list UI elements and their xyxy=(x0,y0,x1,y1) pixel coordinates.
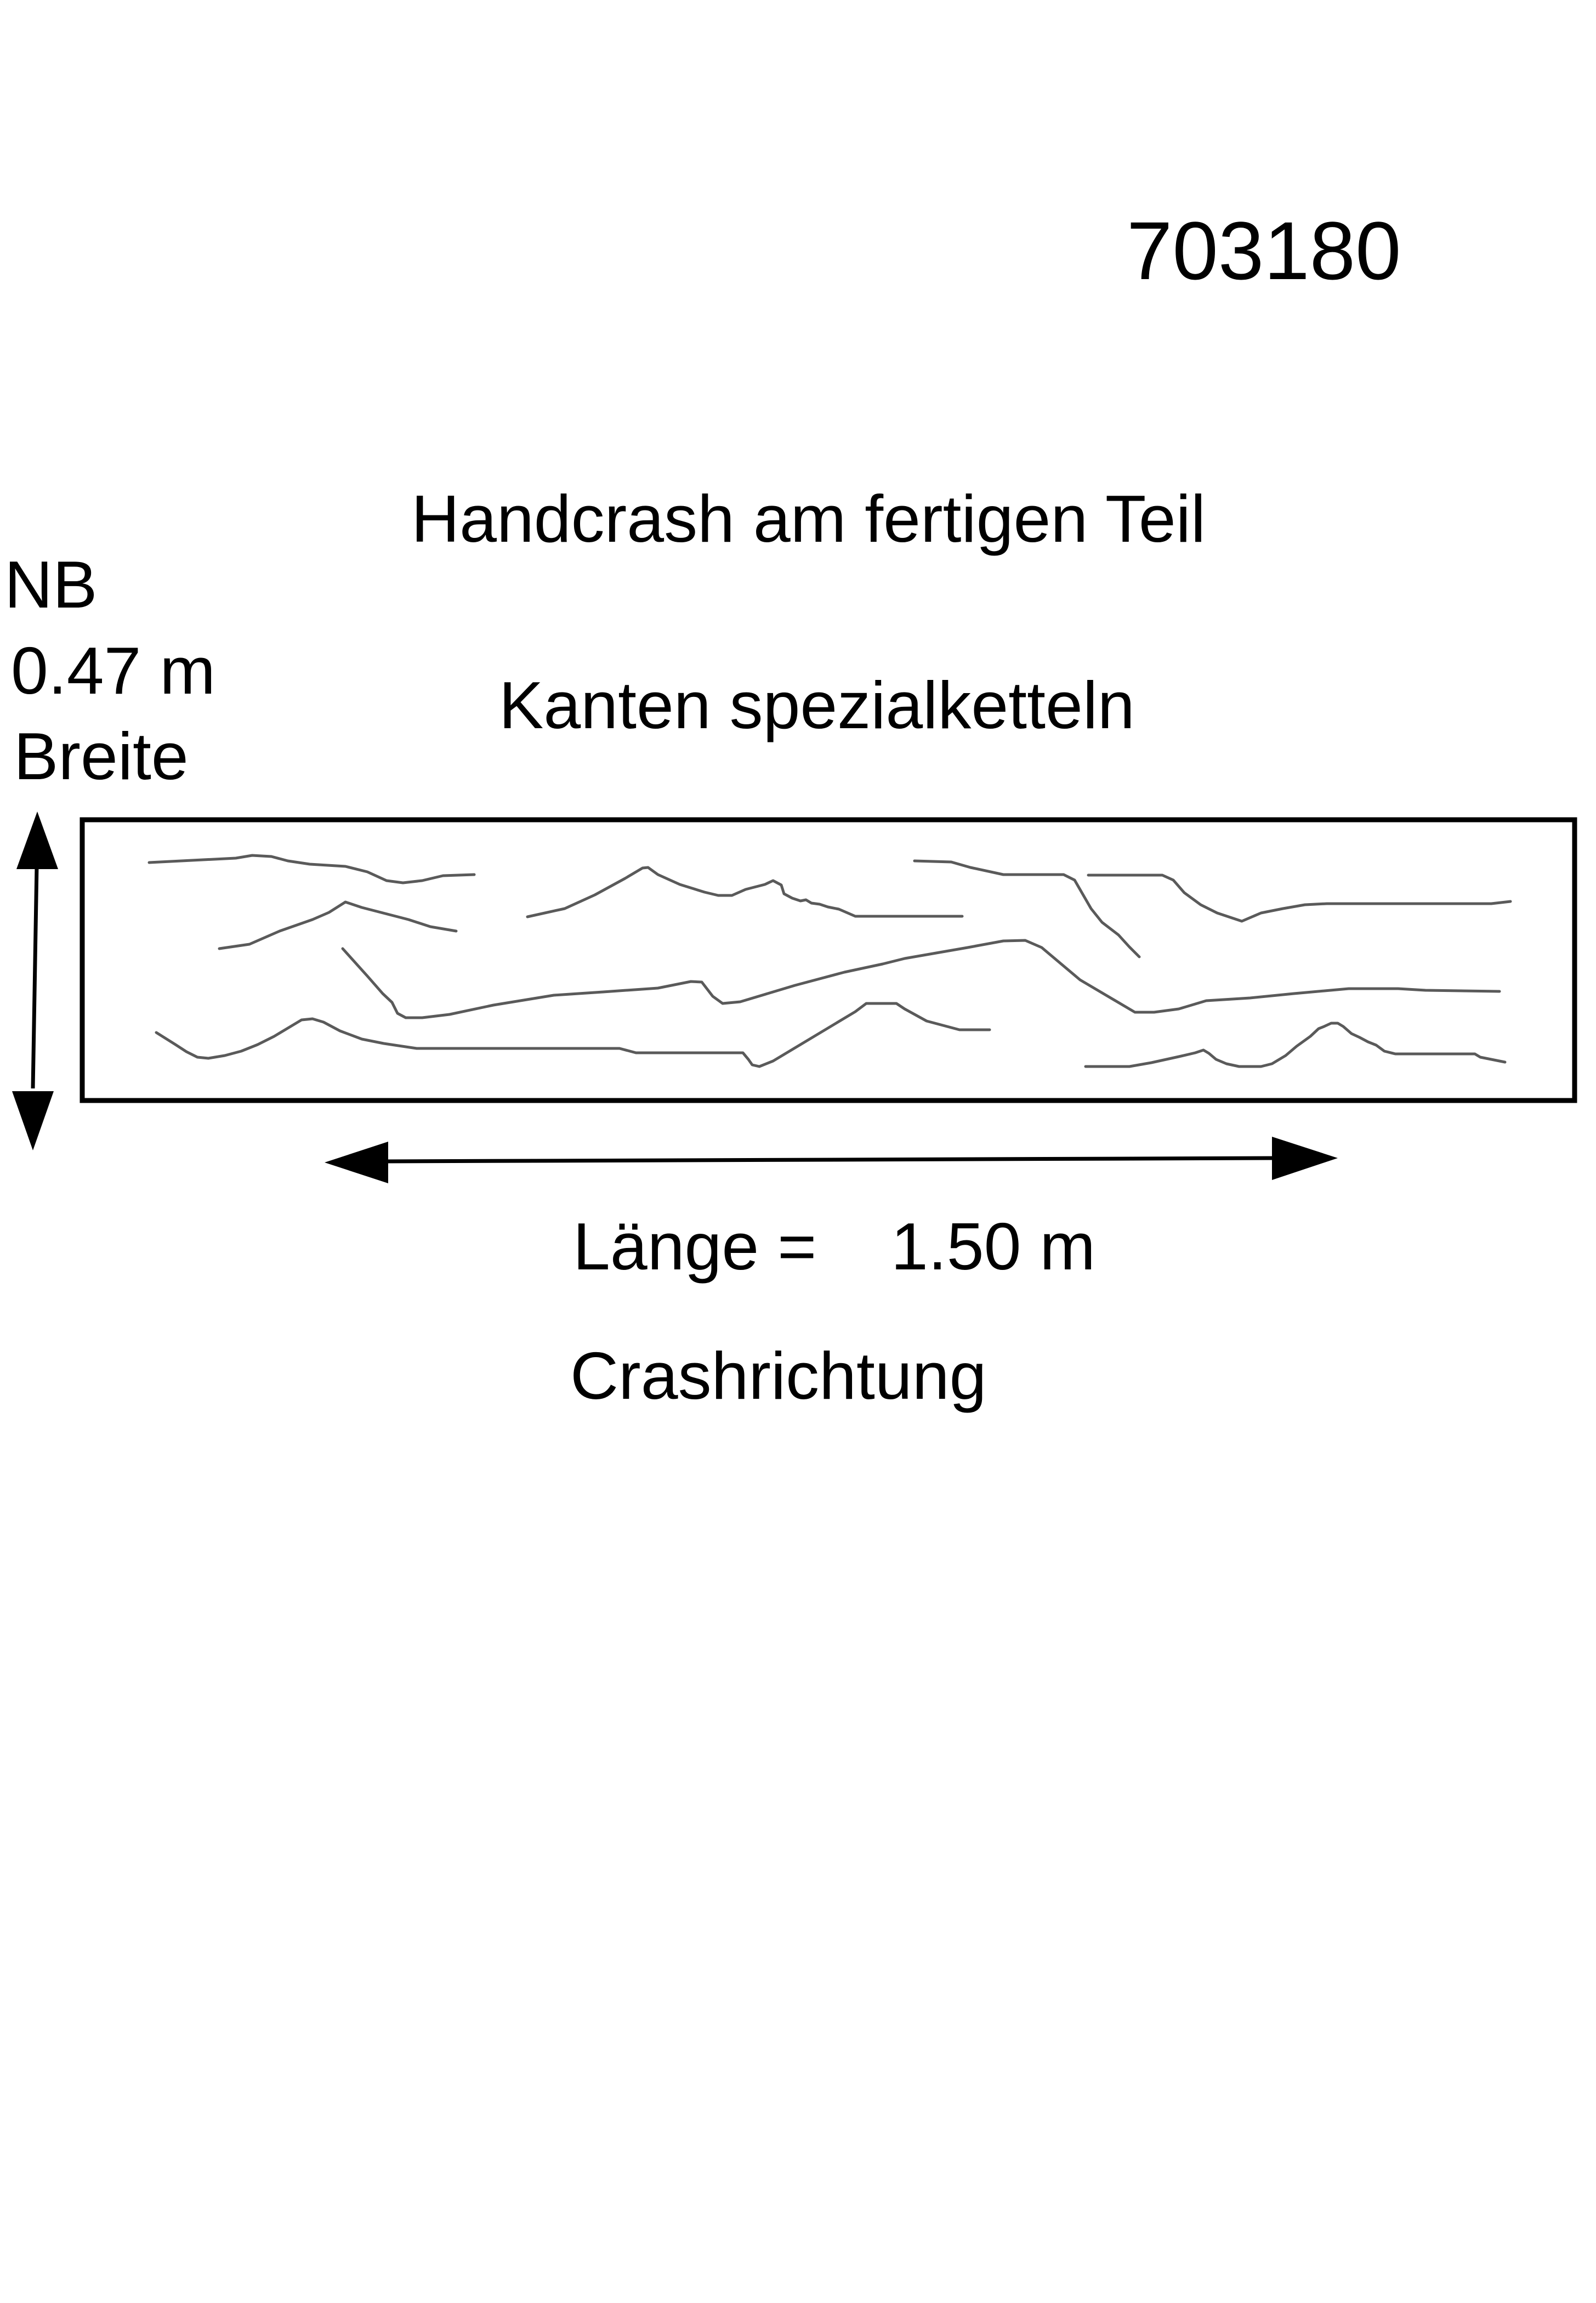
width-label: Breite xyxy=(14,719,189,793)
article-number: 703180 xyxy=(1127,205,1401,297)
length-label: Länge = xyxy=(573,1209,817,1284)
title-line-2: Kanten spezialketteln xyxy=(499,668,1135,742)
crease-line xyxy=(1084,1022,1507,1068)
crease-line xyxy=(1087,873,1512,923)
width-arrow-head-up xyxy=(16,812,58,869)
crease-line xyxy=(526,866,964,918)
crease-line xyxy=(147,854,476,884)
width-value: 0.47 m xyxy=(11,633,215,708)
length-arrow-head-right xyxy=(1272,1137,1338,1180)
width-arrow-shaft xyxy=(31,866,39,1089)
crash-crease-lines xyxy=(147,854,1512,1068)
length-arrow-shaft xyxy=(383,1156,1275,1164)
length-dimension-arrow xyxy=(325,1137,1338,1183)
title-line-1: Handcrash am fertigen Teil xyxy=(411,481,1206,556)
crease-line xyxy=(913,859,1141,958)
sample-outline xyxy=(79,817,1577,1103)
length-arrow-head-left xyxy=(325,1142,388,1183)
crash-direction-label: Crashrichtung xyxy=(570,1338,987,1413)
width-dimension-arrow xyxy=(12,812,58,1150)
width-tag: NB xyxy=(4,547,98,622)
crease-line xyxy=(155,1002,991,1068)
width-arrow-head-down xyxy=(12,1091,54,1150)
crease-line xyxy=(341,939,1501,1019)
length-value: 1.50 m xyxy=(891,1209,1095,1284)
crease-line xyxy=(218,900,458,950)
